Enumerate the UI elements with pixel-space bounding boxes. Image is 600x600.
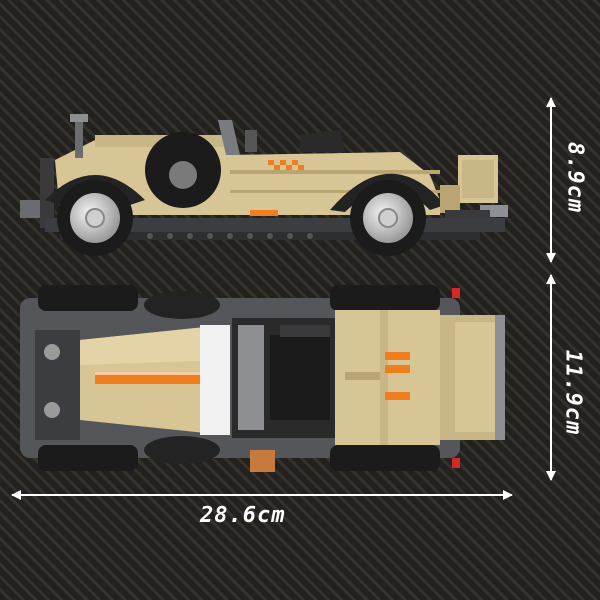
width-dimension-label: 11.9cm <box>560 349 586 436</box>
car-top-view <box>20 285 505 472</box>
height-dimension-label: 8.9cm <box>562 141 588 214</box>
car-side-view <box>20 114 508 256</box>
front-wheel-side <box>350 180 426 256</box>
rear-wheel-side <box>57 180 133 256</box>
dimension-arrows <box>11 97 556 500</box>
length-dimension-label: 28.6cm <box>200 503 286 528</box>
